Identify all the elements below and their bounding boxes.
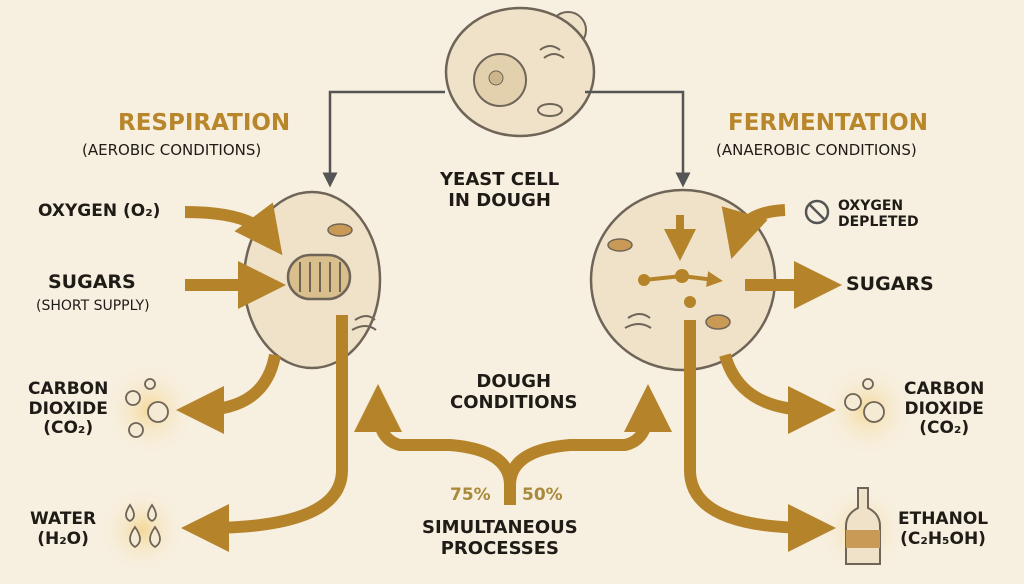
water-label: WATER (H₂O)	[30, 509, 97, 549]
ethanol-output-arrow	[684, 320, 836, 552]
dough-right-arrow	[504, 384, 672, 486]
bubbles-icon	[844, 378, 885, 423]
pct-left: 75%	[450, 485, 491, 505]
pct-right: 50%	[522, 485, 563, 505]
bottle-icon	[845, 487, 881, 565]
simultaneous-line: PROCESSES	[440, 537, 559, 559]
oxygen-depleted-line: DEPLETED	[838, 214, 919, 231]
flow-arrows	[176, 202, 842, 552]
fermentation-subtitle: (ANAEROBIC CONDITIONS)	[716, 141, 917, 159]
oxygen-label: OXYGEN (O₂)	[38, 201, 161, 221]
co2-line: (CO₂)	[43, 418, 94, 439]
co2-output-arrow	[176, 353, 281, 434]
respiration-subtitle: (AEROBIC CONDITIONS)	[82, 141, 262, 159]
co2-line: CARBON	[28, 379, 109, 399]
oxygen-input-arrow	[184, 202, 283, 256]
simultaneous-line: SIMULTANEOUS	[422, 517, 578, 538]
ethanol-label: ETHANOL (C₂H₅OH)	[898, 509, 989, 549]
ferm-co2-line: CARBON	[904, 379, 985, 399]
ferm-sugars-label: SUGARS	[846, 273, 934, 295]
co2-label: CARBON DIOXIDE (CO₂)	[28, 379, 109, 439]
glow	[100, 488, 184, 572]
ethanol-line: (C₂H₅OH)	[900, 528, 986, 549]
dough-line: DOUGH	[476, 371, 552, 392]
sugars-sub-label: (SHORT SUPPLY)	[36, 298, 150, 314]
no-symbol-icon	[804, 199, 830, 225]
yeast-label-line: YEAST CELL	[440, 169, 560, 190]
simultaneous-label: SIMULTANEOUS PROCESSES	[422, 517, 578, 559]
connector-arrow	[585, 90, 691, 188]
connector-arrow	[322, 90, 445, 188]
dough-line: CONDITIONS	[450, 391, 578, 413]
ferm-co2-output-arrow	[719, 353, 836, 434]
yeast-label-line: IN DOUGH	[448, 189, 551, 211]
bubbles-icon	[125, 378, 169, 438]
co2-line: DIOXIDE	[28, 398, 108, 419]
respiration-cell-icon	[242, 190, 382, 370]
ferm-co2-line: (CO₂)	[919, 418, 970, 439]
oxygen-depleted-arrow	[721, 204, 786, 260]
fermentation-title: FERMENTATION	[728, 110, 928, 136]
ferm-co2-line: DIOXIDE	[904, 398, 984, 419]
ferm-co2-label: CARBON DIOXIDE (CO₂)	[904, 379, 985, 439]
respiration-title: RESPIRATION	[118, 110, 291, 136]
yeast-label: YEAST CELL IN DOUGH	[440, 169, 560, 211]
oxygen-depleted-line: OXYGEN	[838, 198, 904, 214]
oxygen-depleted-label: OXYGEN DEPLETED	[838, 198, 919, 230]
yeast-cell-icon	[444, 6, 596, 138]
dough-conditions-label: DOUGH CONDITIONS	[450, 371, 578, 413]
sugars-label: SUGARS	[48, 271, 136, 293]
water-line: WATER	[30, 509, 97, 529]
water-line: (H₂O)	[37, 528, 89, 549]
water-drops-icon	[125, 503, 161, 549]
water-output-arrow	[181, 315, 348, 552]
ethanol-line: ETHANOL	[898, 509, 989, 529]
